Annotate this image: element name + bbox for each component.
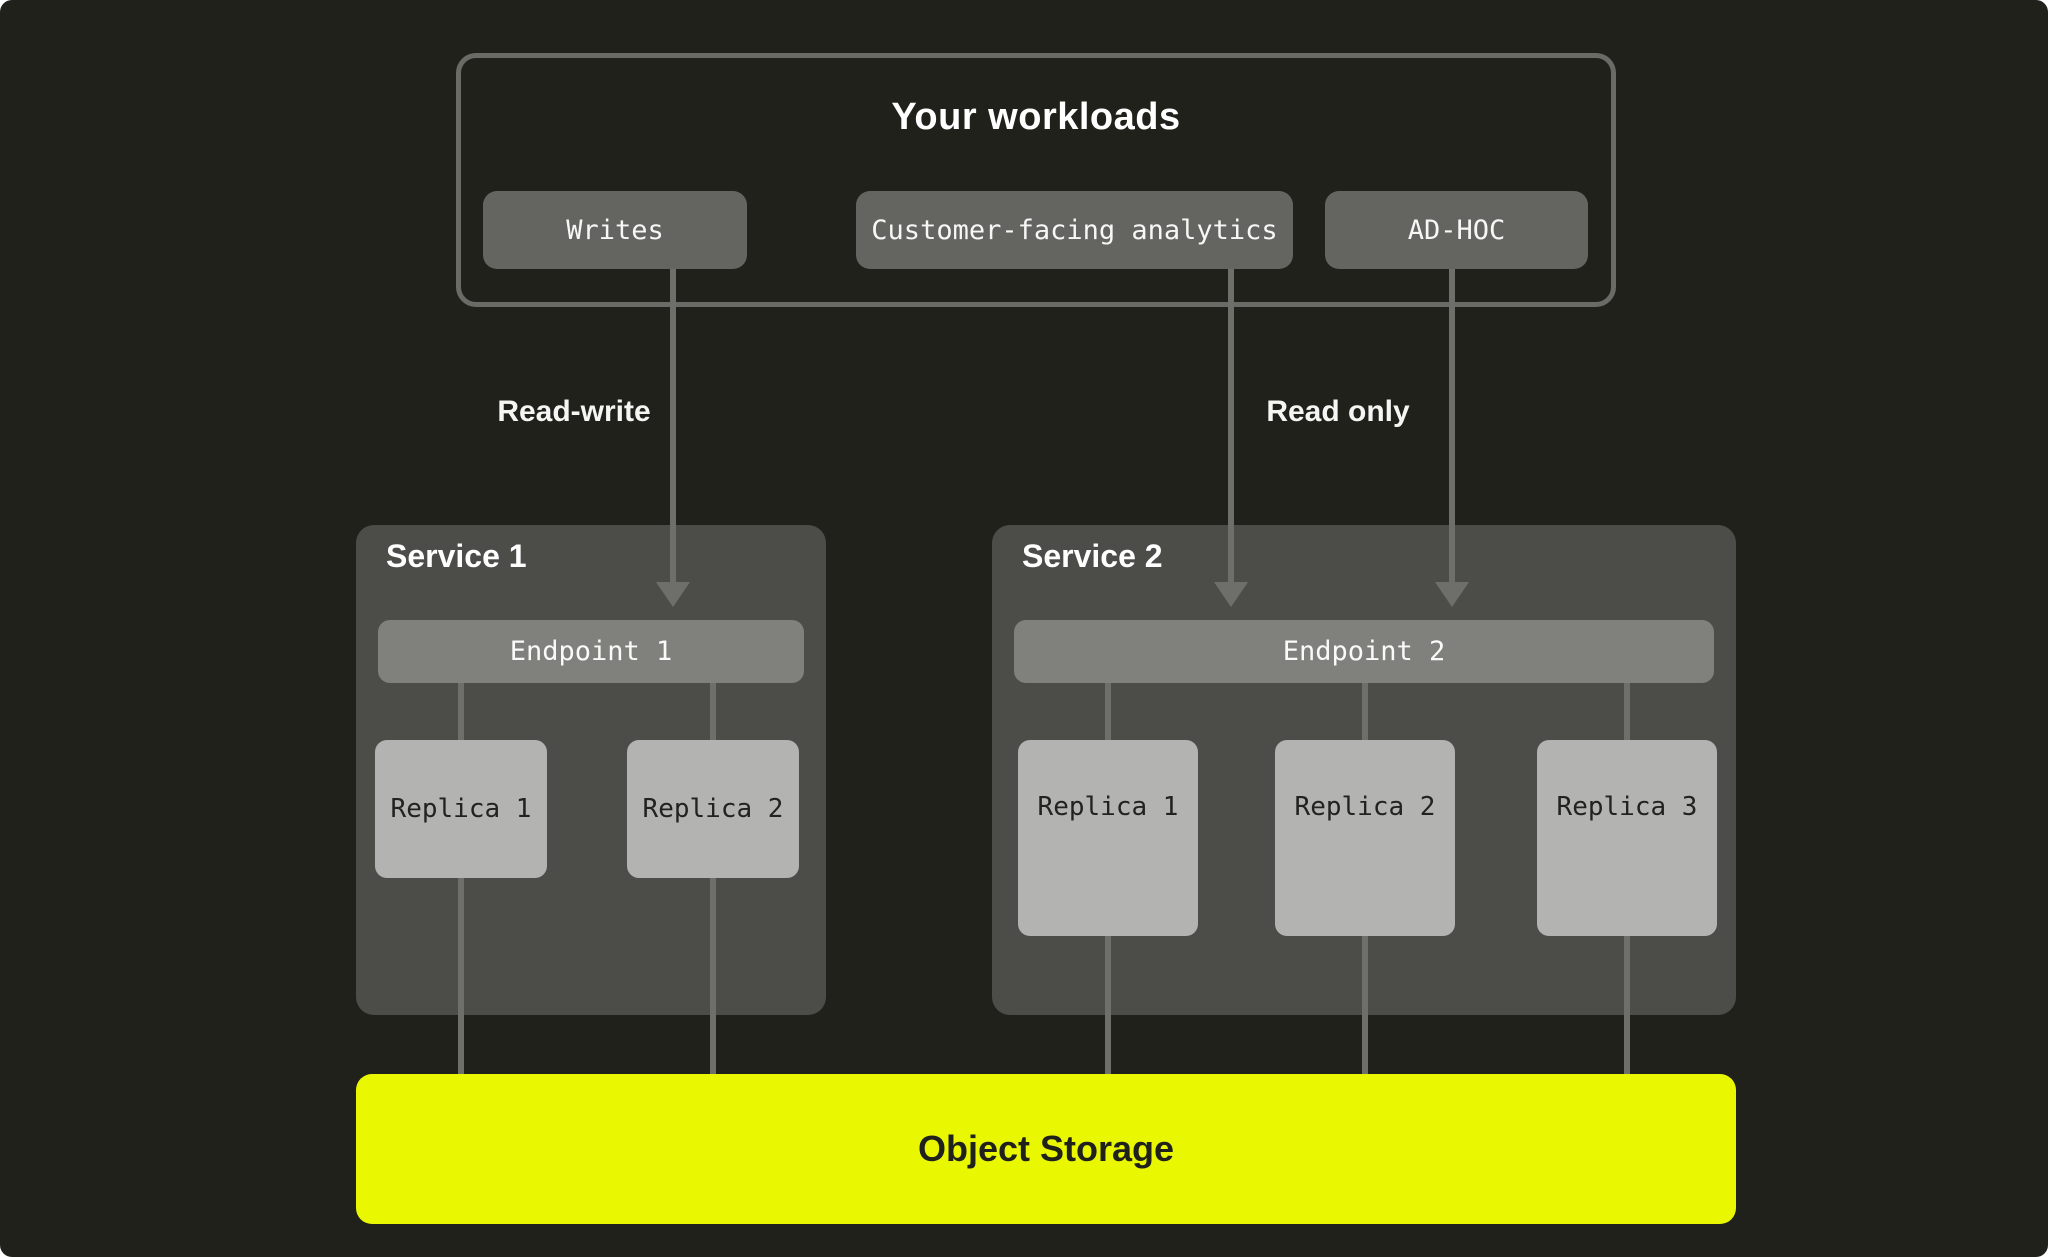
arrowhead-analytics-icon [1214,582,1248,607]
workload-chip-writes-label: Writes [566,214,664,246]
flow-label-read-only: Read only [1266,395,1410,428]
service-1-title: Service 1 [386,538,527,574]
service-2-replica-1: Replica 1 [1018,740,1198,936]
workload-chip-customer-facing-analytics-label: Customer-facing analytics [871,214,1278,246]
service-2-replica-1-label: Replica 1 [1037,792,1179,822]
service-2-replica-2-label: Replica 2 [1294,792,1436,822]
service-1-replica-2: Replica 2 [627,740,799,878]
workload-chip-adhoc-label: AD-HOC [1407,214,1506,246]
arrowhead-writes-icon [656,582,690,607]
service-1-replica-2-label: Replica 2 [642,794,784,824]
workloads-group-outline [456,53,1616,307]
flow-label-read-write: Read-write [497,395,651,428]
workload-chip-adhoc: AD-HOC [1325,191,1588,269]
workload-chip-customer-facing-analytics: Customer-facing analytics [856,191,1293,269]
service-2-endpoint-label: Endpoint 2 [1282,636,1446,667]
service-2-replica-3: Replica 3 [1537,740,1717,936]
object-storage-bar: Object Storage [356,1074,1736,1224]
object-storage-label: Object Storage [917,1128,1175,1169]
arrowhead-adhoc-icon [1435,582,1469,607]
service-2-title: Service 2 [1022,538,1163,574]
workloads-title: Your workloads [891,96,1181,138]
service-2-replica-3-label: Replica 3 [1556,792,1698,822]
service-1-replica-1-label: Replica 1 [390,794,532,824]
service-2-replica-2: Replica 2 [1275,740,1455,936]
service-2-endpoint: Endpoint 2 [1014,620,1714,683]
service-1-endpoint-label: Endpoint 1 [509,636,673,667]
service-1-endpoint: Endpoint 1 [378,620,804,683]
service-1-replica-1: Replica 1 [375,740,547,878]
workload-chip-writes: Writes [483,191,747,269]
